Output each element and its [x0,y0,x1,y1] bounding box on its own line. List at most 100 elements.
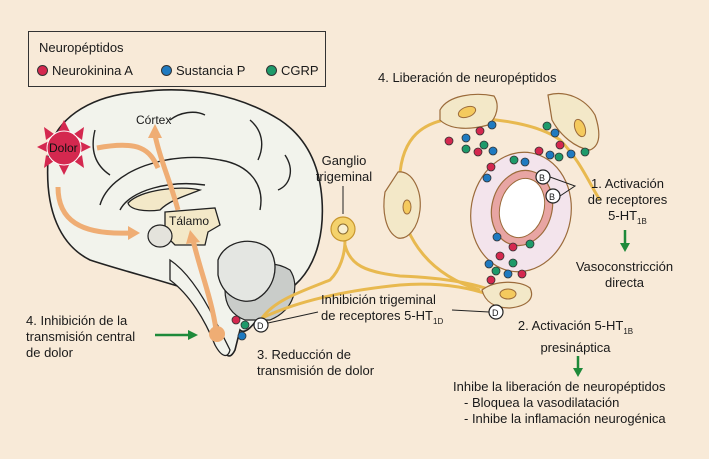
cgrp-dot [580,147,590,157]
receptor-b-label: B [549,192,556,202]
vasoconstriction-label: Vasoconstricción directa [562,259,687,291]
neuron-nucleus [402,199,412,215]
neurokinina-dot [508,242,518,252]
sustancia-p-dot [237,331,247,341]
step1-receptor: 5-HT [608,208,638,223]
ganglion-core [337,223,349,235]
pain-label: Dolor [49,141,78,155]
trigeminal-inhibition-line: de receptores 5-HT1D [321,308,443,330]
brain-gyrus [92,129,111,176]
inhibit-release-label: Inhibe la liberación de neuropéptidos - … [453,379,666,427]
receptor-d-label: D [492,308,499,318]
green-arrowhead [188,330,198,340]
cgrp-dot [240,320,250,330]
legend-item-cgrp: CGRP [266,63,319,78]
spinal-nucleus [209,326,225,342]
step2-line: presináptica [540,340,611,355]
legend-title: Neuropéptidos [39,40,124,55]
step4-inhibition-line: transmisión central [26,329,136,344]
trigeminal-inhibition-sub: 1D [433,317,444,326]
cgrp-dot [509,155,519,165]
brain-gyrus [119,183,206,211]
neurokinina-dot [475,126,485,136]
sustancia-p-dot [488,146,498,156]
inhibit-release-item: - Bloquea la vasodilatación [464,395,620,410]
pain-descending-arrow [55,186,131,236]
receptor-d-label: D [257,321,264,331]
green-arrowhead [620,243,630,252]
sustancia-p-dot [503,269,513,279]
neuron-cell [547,93,600,151]
cgrp-dot [479,140,489,150]
meningeal-nerve [397,116,602,201]
step2-line: 2. Activación 5-HT1B [508,318,643,340]
step3-line: 3. Reducción de [257,347,351,362]
ganglion-label-line: trigeminal [315,169,373,184]
cgrp-dot-icon [266,65,277,76]
receptor-b-label: B [539,173,546,183]
cortex-label: Córtex [136,113,172,127]
brain-gyrus [169,111,206,121]
pain-burst [37,120,91,175]
legend-item-sustancia-p: Sustancia P [161,63,245,78]
trigeminal-nerve [261,282,491,320]
step1-label: 1. Activación de receptores 5-HT1B [570,176,685,230]
receptor-d-pointer [267,311,319,324]
neurokinina-dot [231,315,241,325]
sustancia-p-dot [484,259,494,269]
neurokinina-dot [517,269,527,279]
neuron-nucleus [499,288,517,300]
legend: Neuropéptidos Neurokinina A Sustancia P … [28,31,326,87]
step1-line: 1. Activación [591,176,664,191]
step1-line: de receptores [587,192,668,207]
sustancia-p-dot [492,232,502,242]
neurokinina-dot [534,146,544,156]
trigeminal-nerve [343,244,496,294]
inhibit-release-title: Inhibe la liberación de neuropéptidos [453,379,666,394]
neuron-cell [383,171,421,239]
neurokinina-dot [473,147,483,157]
ganglion-label-line: Ganglio [321,153,367,168]
vasoconstriction-line: directa [604,275,645,290]
trigeminal-nerve [260,239,347,319]
sustancia-p-dot [487,120,497,130]
pain-pathway-arrow [96,142,161,170]
legend-item-neurokinina: Neurokinina A [37,63,133,78]
thalamus-label: Tálamo [169,214,210,228]
brain-gyrus [249,119,263,161]
brain-gyrus [99,156,262,211]
neurokinina-dot [555,140,565,150]
cgrp-dot [508,258,518,268]
trigeminal-inhibition-label: Inhibición trigeminal de receptores 5-HT… [321,292,443,330]
corpus-callosum [127,187,203,212]
vasoconstriction-line: Vasoconstricción [575,259,674,274]
neurokinina-dot [486,275,496,285]
step4-inhibition-label: 4. Inhibición de la transmisión central … [26,313,135,361]
ganglion-label: Ganglio trigeminal [313,153,375,185]
cgrp-dot [525,239,535,249]
neurokinina-dot [444,136,454,146]
sustancia-p-dot [550,128,560,138]
neurokinina-dot [486,162,496,172]
sustancia-p-dot [545,150,555,160]
brain-nucleus [147,224,173,248]
cortex-arrowhead [148,124,162,138]
receptor-b-pointer [549,176,577,197]
step3-label: 3. Reducción de transmisión de dolor [257,347,374,379]
cerebellum [217,240,276,302]
neuron-nucleus [573,118,587,138]
spinal-pathway-arrow [190,239,219,331]
cgrp-dot [554,152,564,162]
cortex-arrow [152,134,181,211]
step2-label: 2. Activación 5-HT1B presináptica [508,318,643,356]
step2-text: 2. Activación 5-HT [517,318,624,333]
pain-arrowhead [128,226,140,240]
trigeminal-inhibition-receptor: de receptores 5-HT [321,308,433,323]
legend-label: Sustancia P [176,63,246,78]
thalamus-arrowhead [186,230,200,244]
step4-inhibition-line: de dolor [26,345,73,360]
step1-sub: 1B [637,217,647,226]
legend-label: CGRP [281,63,319,78]
brain-gyrus [277,154,292,191]
